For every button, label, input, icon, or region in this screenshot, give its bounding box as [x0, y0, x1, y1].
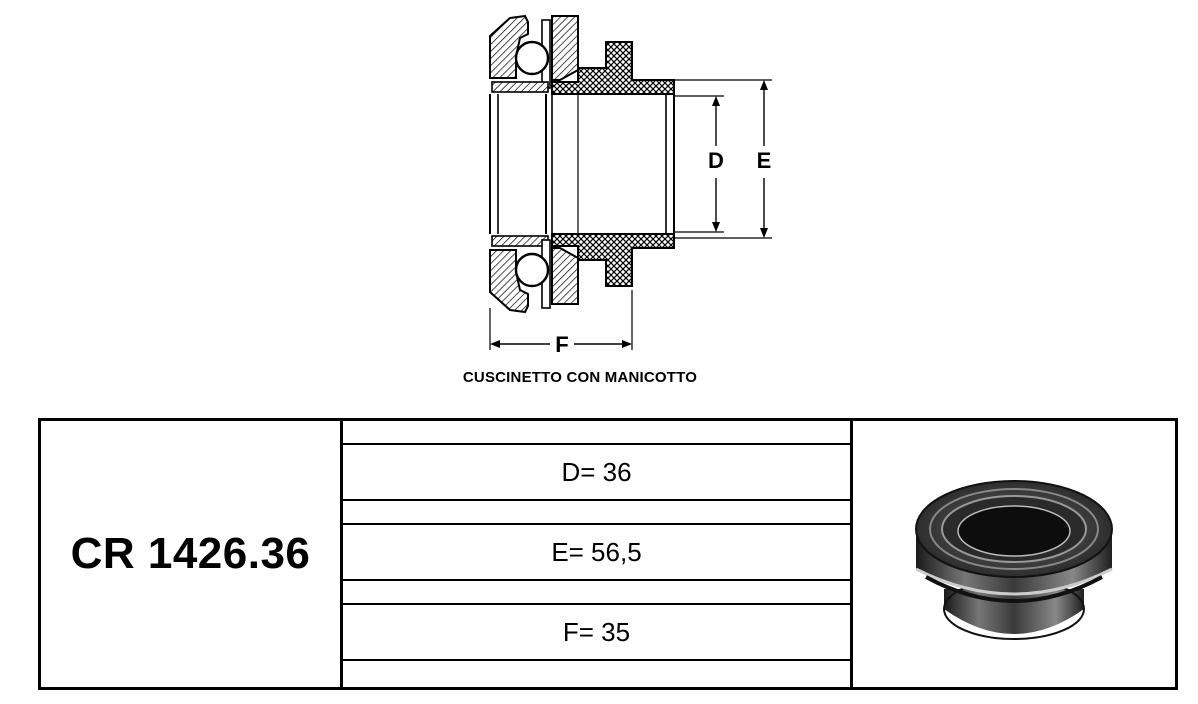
dimension-f-value: F= 35	[562, 616, 631, 647]
dimension-e-value: E= 56,5	[551, 536, 642, 567]
spacer-row	[343, 581, 850, 605]
dimension-row-d: D= 36	[343, 445, 850, 501]
dimensions-cell: D= 36 E= 56,5 F= 35	[343, 421, 853, 687]
dimension-row-e: E= 56,5	[343, 525, 850, 581]
spacer-row	[343, 421, 850, 445]
spacer-row	[343, 501, 850, 525]
caption-text: CUSCINETTO CON MANICOTTO	[462, 369, 698, 386]
bearing-cross-section-drawing: D E F	[489, 14, 772, 357]
spacer-row	[343, 661, 850, 685]
spec-table: CR 1426.36 D= 36 E= 56,5 F= 35	[38, 418, 1178, 690]
dimension-row-f: F= 35	[343, 605, 850, 661]
part-code-cell: CR 1426.36	[41, 421, 343, 687]
dimension-d-label: D	[708, 148, 724, 173]
dimension-e-label: E	[757, 148, 772, 173]
drawing-caption: CUSCINETTO CON MANICOTTO	[0, 369, 1160, 386]
part-code: CR 1426.36	[70, 529, 311, 578]
product-photo-cell	[853, 421, 1175, 687]
dimension-f-label: F	[555, 332, 568, 357]
dimension-d-value: D= 36	[561, 456, 632, 487]
bearing-photo	[915, 480, 1113, 640]
